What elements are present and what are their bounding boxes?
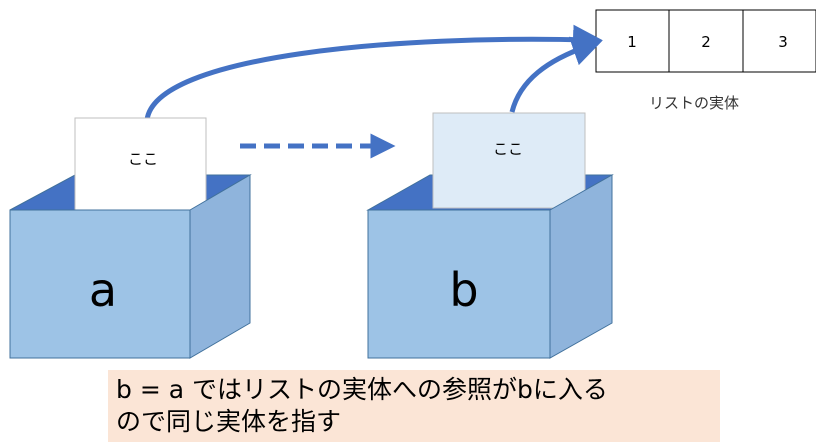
box-b-front <box>367 209 551 359</box>
list-cell-2 <box>668 9 744 73</box>
explanation-line-1: b = a ではリストの実体への参照がbに入る <box>116 375 608 404</box>
card-b <box>432 112 586 209</box>
list-entity: 1 2 3 リストの実体 <box>595 9 816 112</box>
box-a-front <box>9 209 191 359</box>
box-b: ここ b <box>366 112 614 359</box>
list-cell-1 <box>595 9 670 73</box>
list-cell-1-value: 1 <box>627 33 637 51</box>
reference-arrow-b <box>509 36 603 113</box>
card-a-text: ここ <box>128 150 158 168</box>
box-a-label: a <box>89 263 117 317</box>
list-cell-2-value: 2 <box>701 33 711 51</box>
list-cell-3 <box>742 9 816 73</box>
explanation-line-2: ので同じ実体を指す <box>116 407 342 436</box>
box-b-label: b <box>449 263 478 317</box>
list-caption: リストの実体 <box>649 94 739 112</box>
reference-arrow-a <box>144 24 603 121</box>
list-cell-3-value: 3 <box>778 33 788 51</box>
box-a: ここ a <box>9 117 252 359</box>
card-b-text: ここ <box>493 140 523 158</box>
card-a <box>74 117 207 214</box>
explanation-note: b = a ではリストの実体への参照がbに入る ので同じ実体を指す <box>108 370 720 442</box>
